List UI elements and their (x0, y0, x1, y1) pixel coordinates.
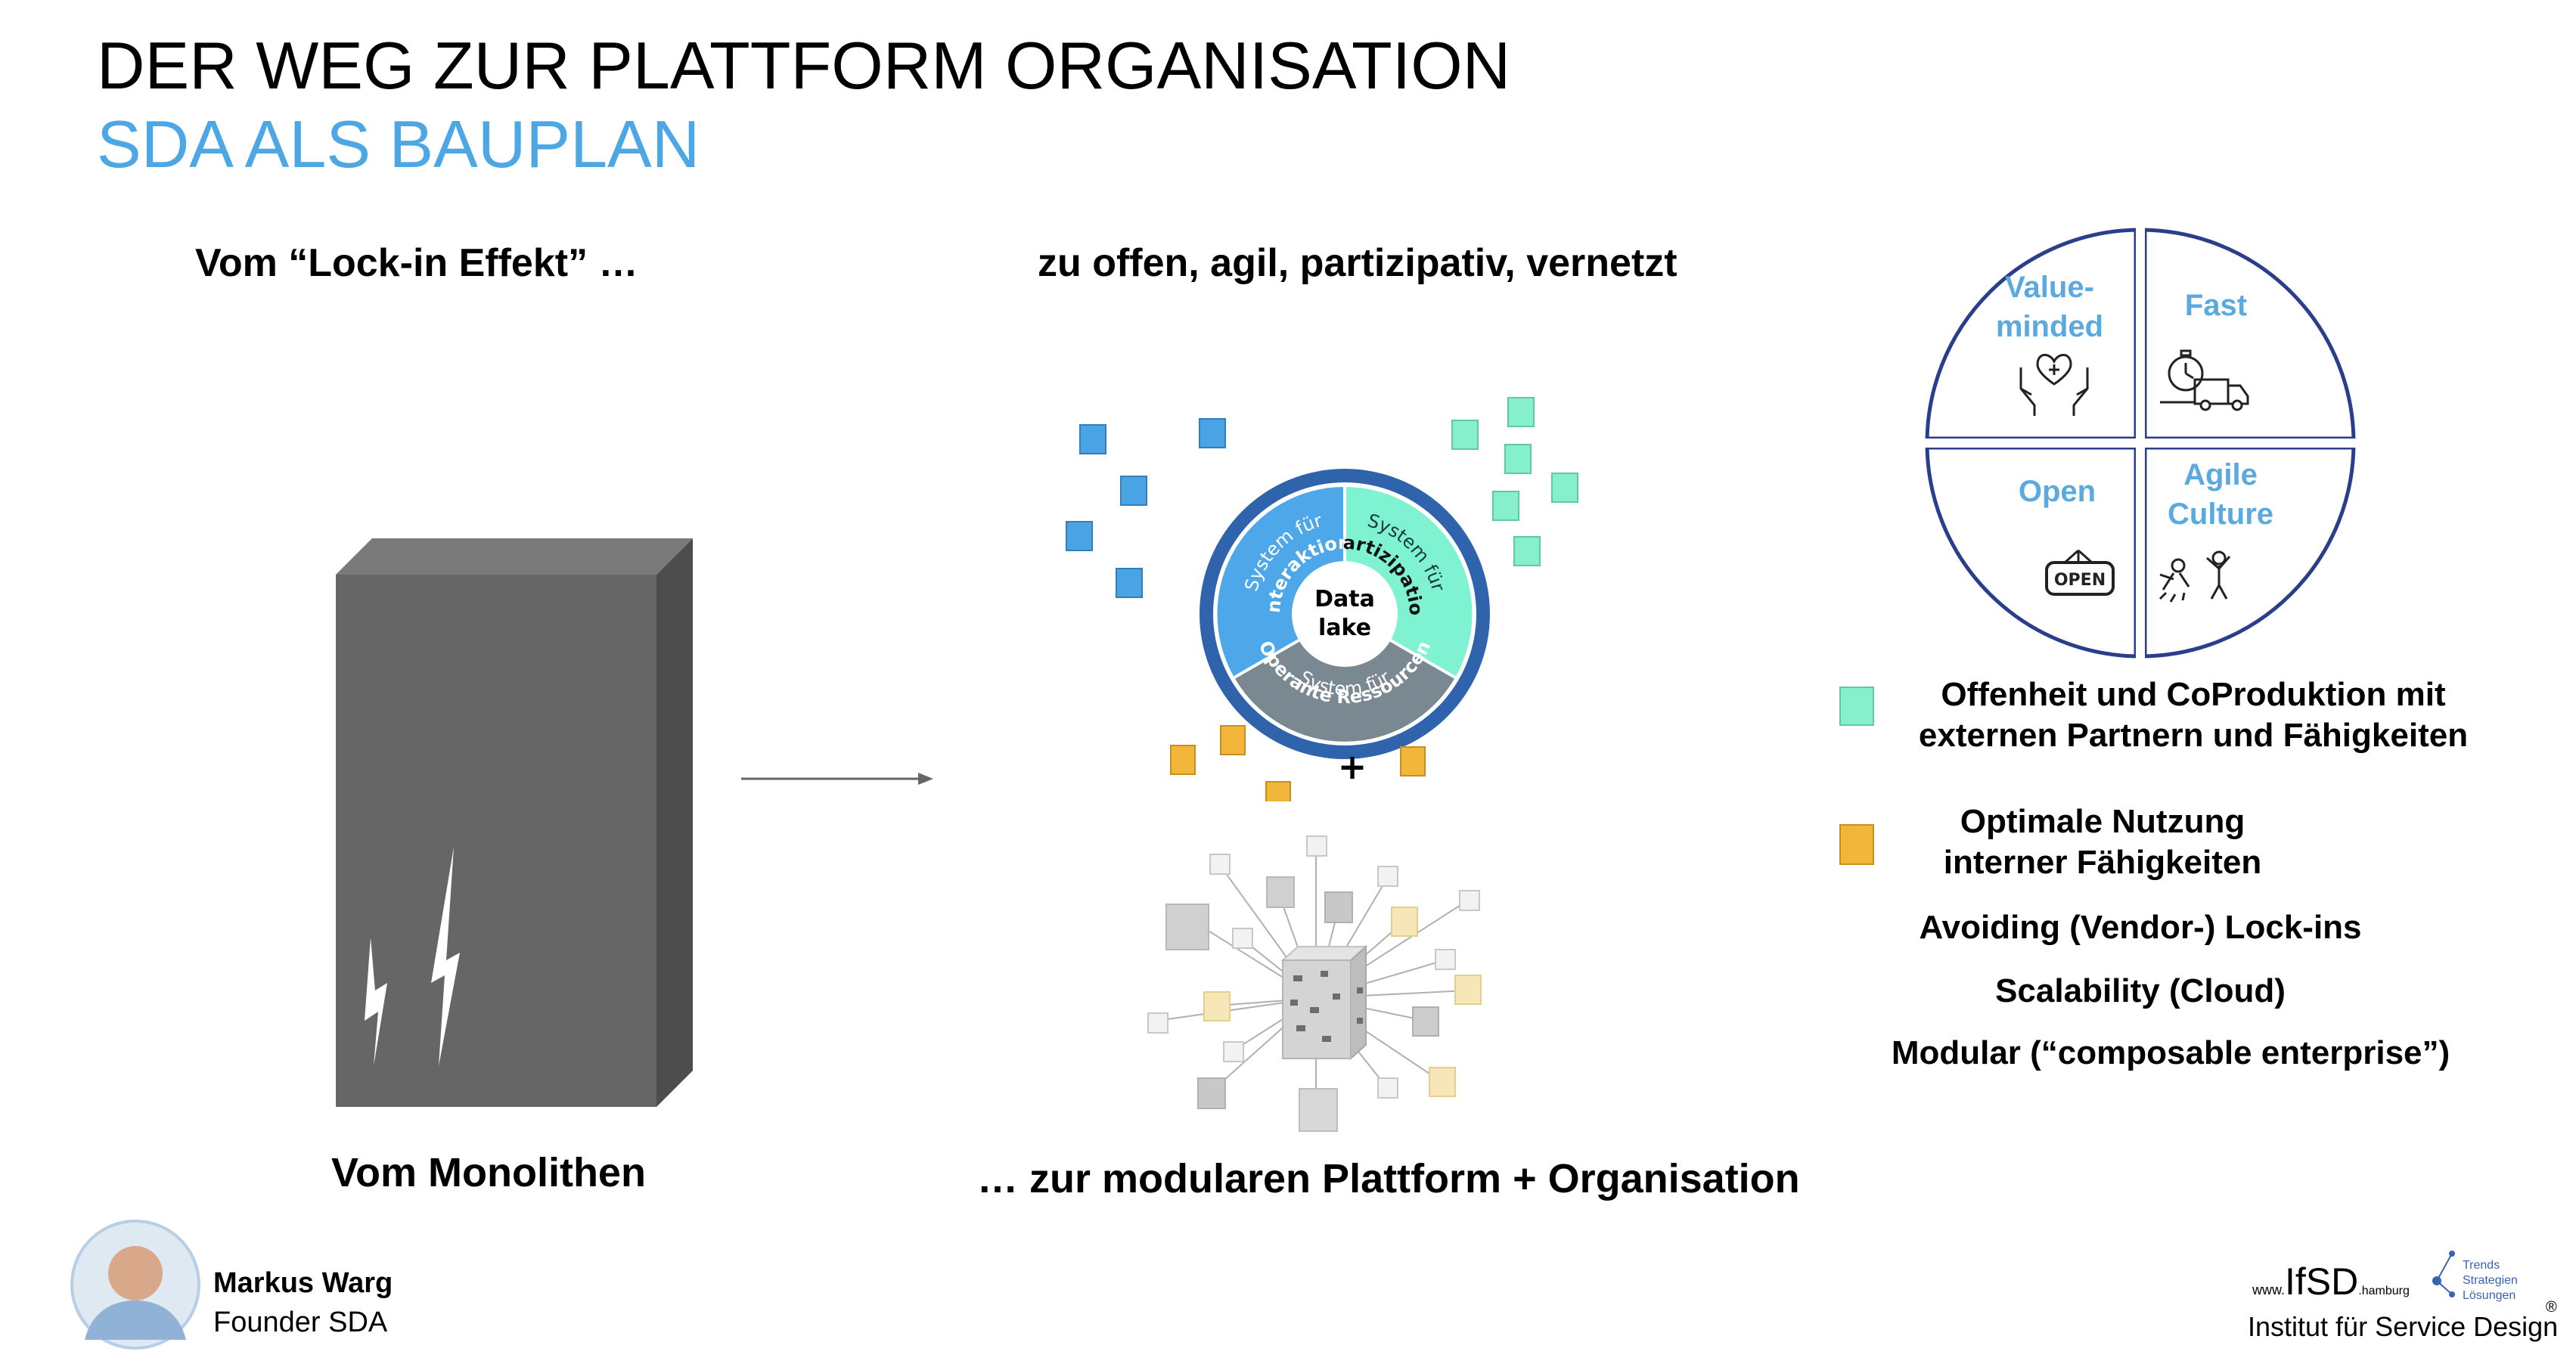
network-dots-icon (2432, 1251, 2455, 1297)
monolith-side (656, 538, 693, 1107)
blue-cubes (1066, 418, 1226, 598)
q4-label-line1: Agile (2183, 458, 2258, 491)
lightning-icon (365, 938, 387, 1066)
logo-registered: ® (2546, 1299, 2557, 1316)
logo-tag1: Trends (2463, 1259, 2500, 1272)
mint-legend-line1: Offenheit und CoProduktion mit (1941, 676, 2446, 713)
logo-tag3: Lösungen (2463, 1289, 2516, 1302)
left-header: Vom “Lock-in Effekt” … (195, 241, 638, 285)
q1-label: Value- minded (1966, 268, 2133, 346)
ifsd-logo: www.IfSD.hamburg (2252, 1260, 2410, 1303)
lightning-icon (431, 847, 460, 1066)
orange-legend-text: Optimale Nutzung interner Fähigkeiten (1913, 801, 2292, 883)
institute-name: Institut für Service Design (2248, 1311, 2559, 1342)
left-caption: Vom Monolithen (331, 1150, 646, 1195)
logo-taglines: Trends Strategien Lösungen (2463, 1258, 2518, 1303)
center-caption: … zur modularen Plattform + Organisation (977, 1156, 1800, 1201)
slide-title: DER WEG ZUR PLATTFORM ORGANISATION (97, 28, 1511, 103)
mint-legend-line2: externen Partnern und Fähigkeiten (1918, 717, 2469, 754)
data-lake-label-2: lake (1318, 615, 1371, 641)
open-sign-icon: OPEN (2045, 549, 2115, 596)
center-header: zu offen, agil, partizipativ, vernetzt (1038, 241, 1678, 285)
q3-label: Open (2018, 475, 2096, 508)
values-circle: OPEN (1913, 224, 2367, 662)
module-cubes (1147, 835, 1482, 1132)
monolith-top (336, 538, 693, 575)
logo-domain: .hamburg (2358, 1285, 2410, 1297)
presenter-name: Markus Warg (213, 1267, 393, 1299)
stopwatch-truck-icon (2160, 349, 2249, 411)
plus-sign: + (1338, 746, 1367, 787)
logo-brand: IfSD (2285, 1260, 2359, 1303)
data-lake-core (1292, 561, 1398, 667)
transition-arrow (741, 773, 933, 785)
avatar (70, 1220, 200, 1350)
platform-core-cube (1280, 944, 1368, 1061)
open-sign-text: OPEN (2054, 571, 2106, 590)
q1-label-line1: Value- (2005, 271, 2094, 304)
orange-legend-line2: interner Fähigkeiten (1943, 844, 2262, 881)
monolith-front (336, 575, 656, 1107)
orange-cubes (1170, 725, 1426, 801)
system-ring-diagram: Data lake System für Interaktion System … (1044, 378, 1578, 801)
agile-people-icon (2159, 550, 2231, 603)
benefit-scalability: Scalability (Cloud) (1995, 972, 2286, 1009)
logo-www: www. (2252, 1282, 2286, 1297)
benefit-modular: Modular (“composable enterprise”) (1891, 1034, 2450, 1071)
q4-label: Agile Culture (2145, 455, 2296, 534)
hands-heart-icon (2019, 354, 2089, 416)
presenter-role: Founder SDA (213, 1307, 388, 1338)
logo-tag2: Strategien (2463, 1274, 2518, 1287)
q4-label-line2: Culture (2168, 498, 2273, 531)
benefit-vendor-lockins: Avoiding (Vendor-) Lock-ins (1919, 909, 2362, 946)
data-lake-label-1: Data (1314, 586, 1375, 612)
monolith-illustration (336, 538, 693, 1107)
q2-label: Fast (2184, 289, 2248, 322)
q1-label-line2: minded (1995, 310, 2104, 343)
orange-legend-line1: Optimale Nutzung (1960, 803, 2245, 840)
quadrant-fast (2143, 230, 2354, 441)
slide-subtitle: SDA ALS BAUPLAN (97, 107, 700, 181)
mint-legend-text: Offenheit und CoProduktion mit externen … (1891, 674, 2496, 756)
mint-legend-swatch (1839, 687, 1874, 726)
modular-network-illustration (1147, 835, 1482, 1132)
mint-cubes (1451, 397, 1578, 566)
orange-legend-swatch (1839, 824, 1874, 865)
